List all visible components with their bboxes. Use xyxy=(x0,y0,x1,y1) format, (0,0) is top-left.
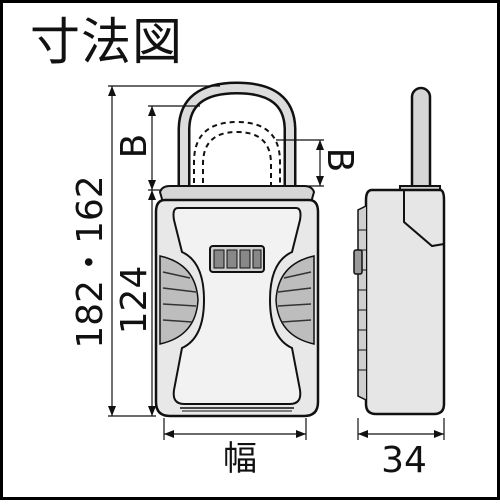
shackle-b-right-label: B xyxy=(319,148,360,173)
side-shackle xyxy=(410,86,432,198)
dial-wheel-3 xyxy=(239,249,251,269)
depth-label: 34 xyxy=(381,440,427,481)
width-label: 幅 xyxy=(223,439,257,479)
dial-wheel-2 xyxy=(226,249,238,269)
front-view xyxy=(154,81,320,418)
body-height-label: 124 xyxy=(114,266,155,335)
dial-wheel-1 xyxy=(213,249,225,269)
dimension-lines xyxy=(108,85,445,440)
shackle-b-left-label: B xyxy=(114,134,155,159)
shackle-lowered-dashed xyxy=(193,120,281,192)
shackle-inner xyxy=(180,83,294,192)
diagram-title: 寸法図 xyxy=(30,13,183,71)
dimension-arrows xyxy=(108,86,444,438)
side-back-ribs xyxy=(357,205,367,401)
shackle-outer xyxy=(177,81,297,192)
total-height-label: 182・162 xyxy=(70,175,111,348)
shackle-lowered-dashed-inner xyxy=(202,130,272,192)
side-body xyxy=(364,188,446,416)
dial-wheel-4 xyxy=(252,249,262,269)
body-inner-panel xyxy=(172,207,302,405)
side-view xyxy=(353,86,446,416)
side-dial-knob xyxy=(353,249,363,275)
